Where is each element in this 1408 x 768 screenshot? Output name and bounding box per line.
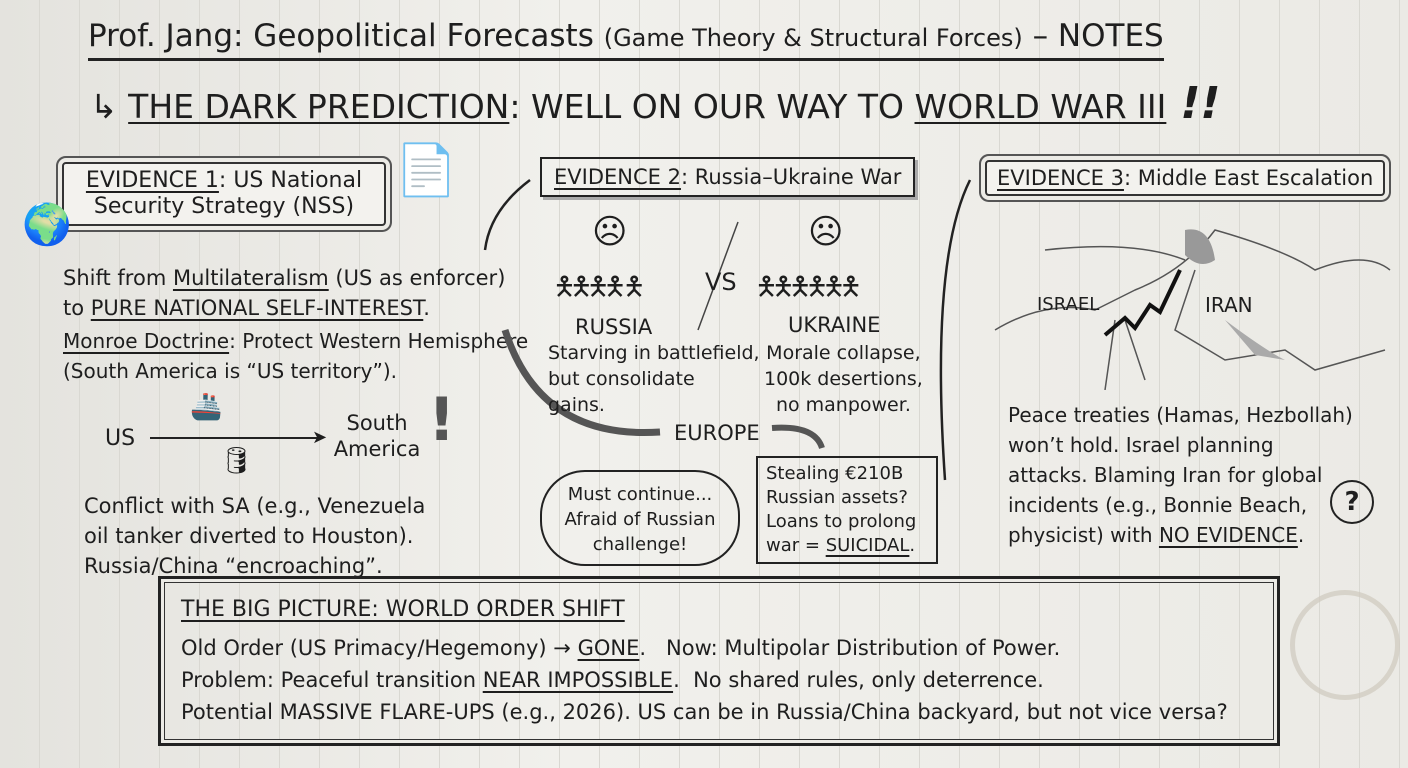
sad-face-icon: ☹ <box>592 212 628 252</box>
evidence1-shift: Shift from Multilateralism (US as enforc… <box>63 266 506 320</box>
origin-label: US <box>105 426 136 451</box>
big-picture-heading: THE BIG PICTURE: WORLD ORDER SHIFT <box>181 597 625 622</box>
bomb-icon: ? <box>1330 480 1374 524</box>
exclamation-mark: ! <box>428 385 456 455</box>
document-icon: 📄 <box>395 141 458 199</box>
russian-soldiers-icon: 🯅🯅🯅🯅 🯅 <box>553 272 646 302</box>
ukrainian-soldiers-icon: 🯅🯅🯅🯅🯅🯅 <box>755 272 862 302</box>
russia-label: RUSSIA <box>575 315 653 339</box>
big-picture-line: Potential MASSIVE FLARE-UPS (e.g., 2026)… <box>181 700 1228 724</box>
oil-barrel-icon: 🛢 <box>220 446 254 476</box>
ukraine-label: UKRAINE <box>788 313 881 337</box>
evidence1-heading: EVIDENCE 1: US National Security Strateg… <box>62 162 386 226</box>
big-picture-line: Old Order (US Primacy/Hegemony) → GONE. … <box>181 636 1061 660</box>
evidence3-heading: EVIDENCE 3: Middle East Escalation <box>985 160 1386 196</box>
arrow-head-icon: ➤ <box>312 427 328 448</box>
map-label-iran: IRAN <box>1205 293 1253 317</box>
evidence3-text: Peace treaties (Hamas, Hezbollah)won’t h… <box>1008 403 1353 547</box>
middle-east-map <box>994 229 1391 390</box>
tanker-ship-icon: 🚢 <box>190 392 223 422</box>
arrow-icon: ↳ <box>90 87 118 126</box>
big-picture-box: THE BIG PICTURE: WORLD ORDER SHIFT Old O… <box>158 576 1280 746</box>
sad-face-icon: ☹ <box>808 212 844 252</box>
evidence1-monroe: Monroe Doctrine: Protect Western Hemisph… <box>63 329 529 383</box>
arrow-line <box>150 437 320 439</box>
subtitle: ↳ THE DARK PREDICTION: WELL ON OUR WAY T… <box>90 78 1221 129</box>
vs-label: VS <box>705 268 737 296</box>
map-label-israel: ISRAEL <box>1037 294 1100 315</box>
coffee-stain <box>1290 590 1400 700</box>
evidence2-heading: EVIDENCE 2: Russia–Ukraine War <box>540 157 916 197</box>
europe-label: EUROPE <box>674 421 760 445</box>
globe-icon: 🌍 <box>22 202 72 248</box>
big-picture-line: Problem: Peaceful transition NEAR IMPOSS… <box>181 668 1044 692</box>
ukraine-text: Morale collapse,100k desertions,no manpo… <box>764 342 923 416</box>
page-title: Prof. Jang: Geopolitical Forecasts (Game… <box>88 18 1164 61</box>
destination-label: South America <box>333 411 421 461</box>
